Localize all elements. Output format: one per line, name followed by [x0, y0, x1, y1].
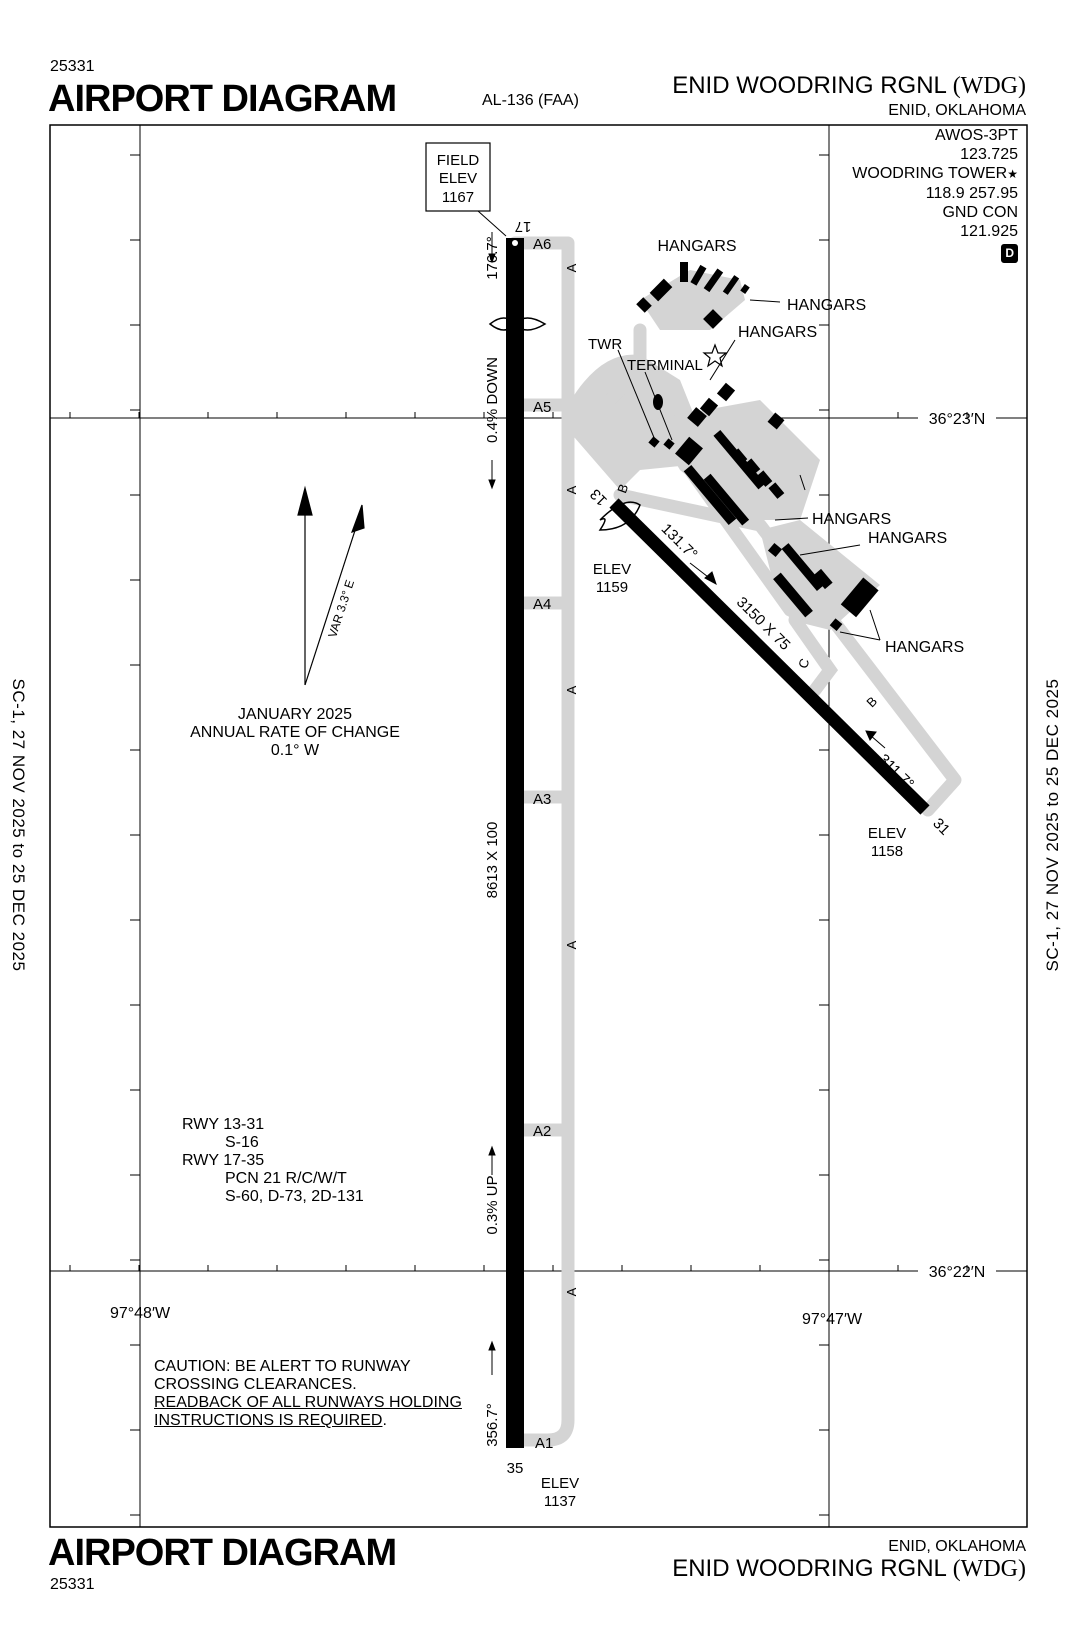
airport-name-bottom: ENID WOODRING RGNL (WDG) — [672, 1555, 1026, 1583]
airport-id: (WDG) — [952, 73, 1026, 99]
field-elev-value: 1167 — [442, 189, 474, 206]
star-icon: ★ — [1007, 167, 1018, 181]
taxiway-a6-label: A6 — [533, 236, 551, 253]
runway-35-label: 35 — [507, 1460, 524, 1477]
graticule-ticks — [69, 154, 968, 1516]
caution-note: CAUTION: BE ALERT TO RUNWAY CROSSING CLE… — [154, 1358, 462, 1429]
taxiway-a-label: A — [564, 685, 579, 694]
hangars-label: HANGARS — [787, 297, 866, 314]
taxiway-c-label: C — [795, 656, 812, 670]
runway-17-label: 17 — [515, 218, 532, 235]
tower-frequency: 118.9 257.95 — [925, 185, 1018, 202]
slope-down-label: 0.4% DOWN — [484, 357, 501, 443]
runway-35-elev: 1137 — [544, 1493, 576, 1510]
magnetic-info: JANUARY 2025 ANNUAL RATE OF CHANGE 0.1° … — [180, 706, 410, 760]
caution-line: INSTRUCTIONS IS REQUIRED — [154, 1412, 383, 1429]
taxiway-a1-label: A1 — [535, 1435, 553, 1452]
atis-d-badge: D — [1001, 244, 1018, 263]
awos-frequency: 123.725 — [960, 146, 1018, 163]
runway-35-heading: 356.7° — [484, 1403, 501, 1447]
hangars-label: HANGARS — [657, 238, 736, 255]
taxiway-a4-label: A4 — [533, 596, 551, 613]
runway-17-35 — [506, 238, 524, 1448]
runway-13-31 — [609, 498, 930, 815]
caution-line: CROSSING CLEARANCES. — [154, 1376, 357, 1393]
magnetic-rate: 0.1° W — [270, 742, 320, 759]
hangars-label: HANGARS — [868, 530, 947, 547]
runway-13-elev: 1159 — [596, 579, 628, 596]
taxiway-a2-label: A2 — [533, 1123, 551, 1140]
airport-name-top: ENID WOODRING RGNL (WDG) — [672, 72, 1026, 100]
ground-label: GND CON — [942, 204, 1018, 221]
runway-info-line: RWY 13-31 — [182, 1116, 265, 1133]
airport-name: ENID WOODRING RGNL — [672, 1555, 947, 1582]
runway-info-line: RWY 17-35 — [182, 1152, 265, 1169]
caution-line: CAUTION: BE ALERT TO RUNWAY — [154, 1358, 411, 1375]
runway-35-elev-label: ELEV — [541, 1475, 579, 1492]
slope-up-label: 0.3% UP — [484, 1175, 501, 1234]
runway-13-elev-label: ELEV — [593, 561, 631, 578]
frequency-block: AWOS-3PT 123.725 WOODRING TOWER★ 118.9 2… — [852, 126, 1018, 263]
taxiway-c — [788, 613, 839, 697]
diagram-frame — [49, 124, 1028, 1528]
taxiway-a-label: A — [564, 263, 579, 272]
wind-cone-icon — [488, 317, 641, 531]
taxiway-b-label: B — [863, 693, 880, 710]
runway-strength-info: RWY 13-31 S-16 RWY 17-35 PCN 21 R/C/W/T … — [182, 1116, 364, 1206]
volume-code-bottom: 25331 — [50, 1576, 95, 1593]
runway-17-35-dimensions: 8613 X 100 — [484, 822, 501, 899]
taxiway-a-label: A — [564, 485, 579, 494]
taxiway-a-label: A — [564, 1287, 579, 1296]
field-elev-box — [425, 142, 491, 212]
runway-17-threshold-light — [512, 240, 518, 246]
twr-label: TWR — [588, 336, 622, 353]
hangars-label: HANGARS — [885, 639, 964, 656]
city-state-top: ENID, OKLAHOMA — [888, 102, 1026, 119]
volume-code-top: 25331 — [50, 58, 95, 75]
runway-13-label: 13 — [587, 485, 611, 509]
page-title-bottom: AIRPORT DIAGRAM — [48, 1532, 397, 1574]
runway-31-elev: 1158 — [871, 843, 903, 860]
runway-17-heading: 176.7° — [484, 236, 501, 280]
terminal-star-icon — [702, 343, 728, 368]
terminal-label: TERMINAL — [627, 357, 703, 374]
runway-31-label: 31 — [929, 815, 953, 839]
field-elev-label2: ELEV — [439, 170, 477, 187]
city-state-bottom: ENID, OKLAHOMA — [888, 1538, 1026, 1555]
airport-name: ENID WOODRING RGNL — [672, 72, 947, 99]
lat-36-22-label: 36°22′N — [929, 1264, 986, 1281]
tower-label: WOODRING TOWER★ — [852, 165, 1018, 182]
ground-frequency: 121.925 — [960, 223, 1018, 240]
awos-label: AWOS-3PT — [935, 127, 1018, 144]
runway-info-line: S-60, D-73, 2D-131 — [225, 1188, 364, 1205]
slope-arrows — [488, 232, 886, 1375]
procedure-id: AL-136 (FAA) — [482, 92, 579, 109]
lon-97-47-label: 97°47′W — [802, 1311, 863, 1328]
hangars-label: HANGARS — [812, 511, 891, 528]
magnetic-date: JANUARY 2025 — [237, 706, 353, 723]
page-title-top: AIRPORT DIAGRAM — [48, 78, 397, 120]
runway-info-line: S-16 — [225, 1134, 259, 1151]
leader-lines — [617, 299, 881, 641]
taxiway-a3-label: A3 — [533, 791, 551, 808]
magnetic-rate-label: ANNUAL RATE OF CHANGE — [190, 724, 400, 741]
lon-97-48-label: 97°48′W — [110, 1305, 171, 1322]
airport-id: (WDG) — [952, 1556, 1026, 1582]
lat-36-23-label: 36°23′N — [929, 411, 986, 428]
taxiway-a5-label: A5 — [533, 399, 551, 416]
hangars-label: HANGARS — [738, 324, 817, 341]
runway-info-line: PCN 21 R/C/W/T — [225, 1170, 347, 1187]
caution-line: READBACK OF ALL RUNWAYS HOLDING — [154, 1394, 462, 1411]
runway-31-elev-label: ELEV — [868, 825, 906, 842]
compass-rose — [297, 485, 365, 686]
field-elev-label1: FIELD — [437, 152, 480, 169]
taxiway-a-label: A — [564, 940, 579, 949]
